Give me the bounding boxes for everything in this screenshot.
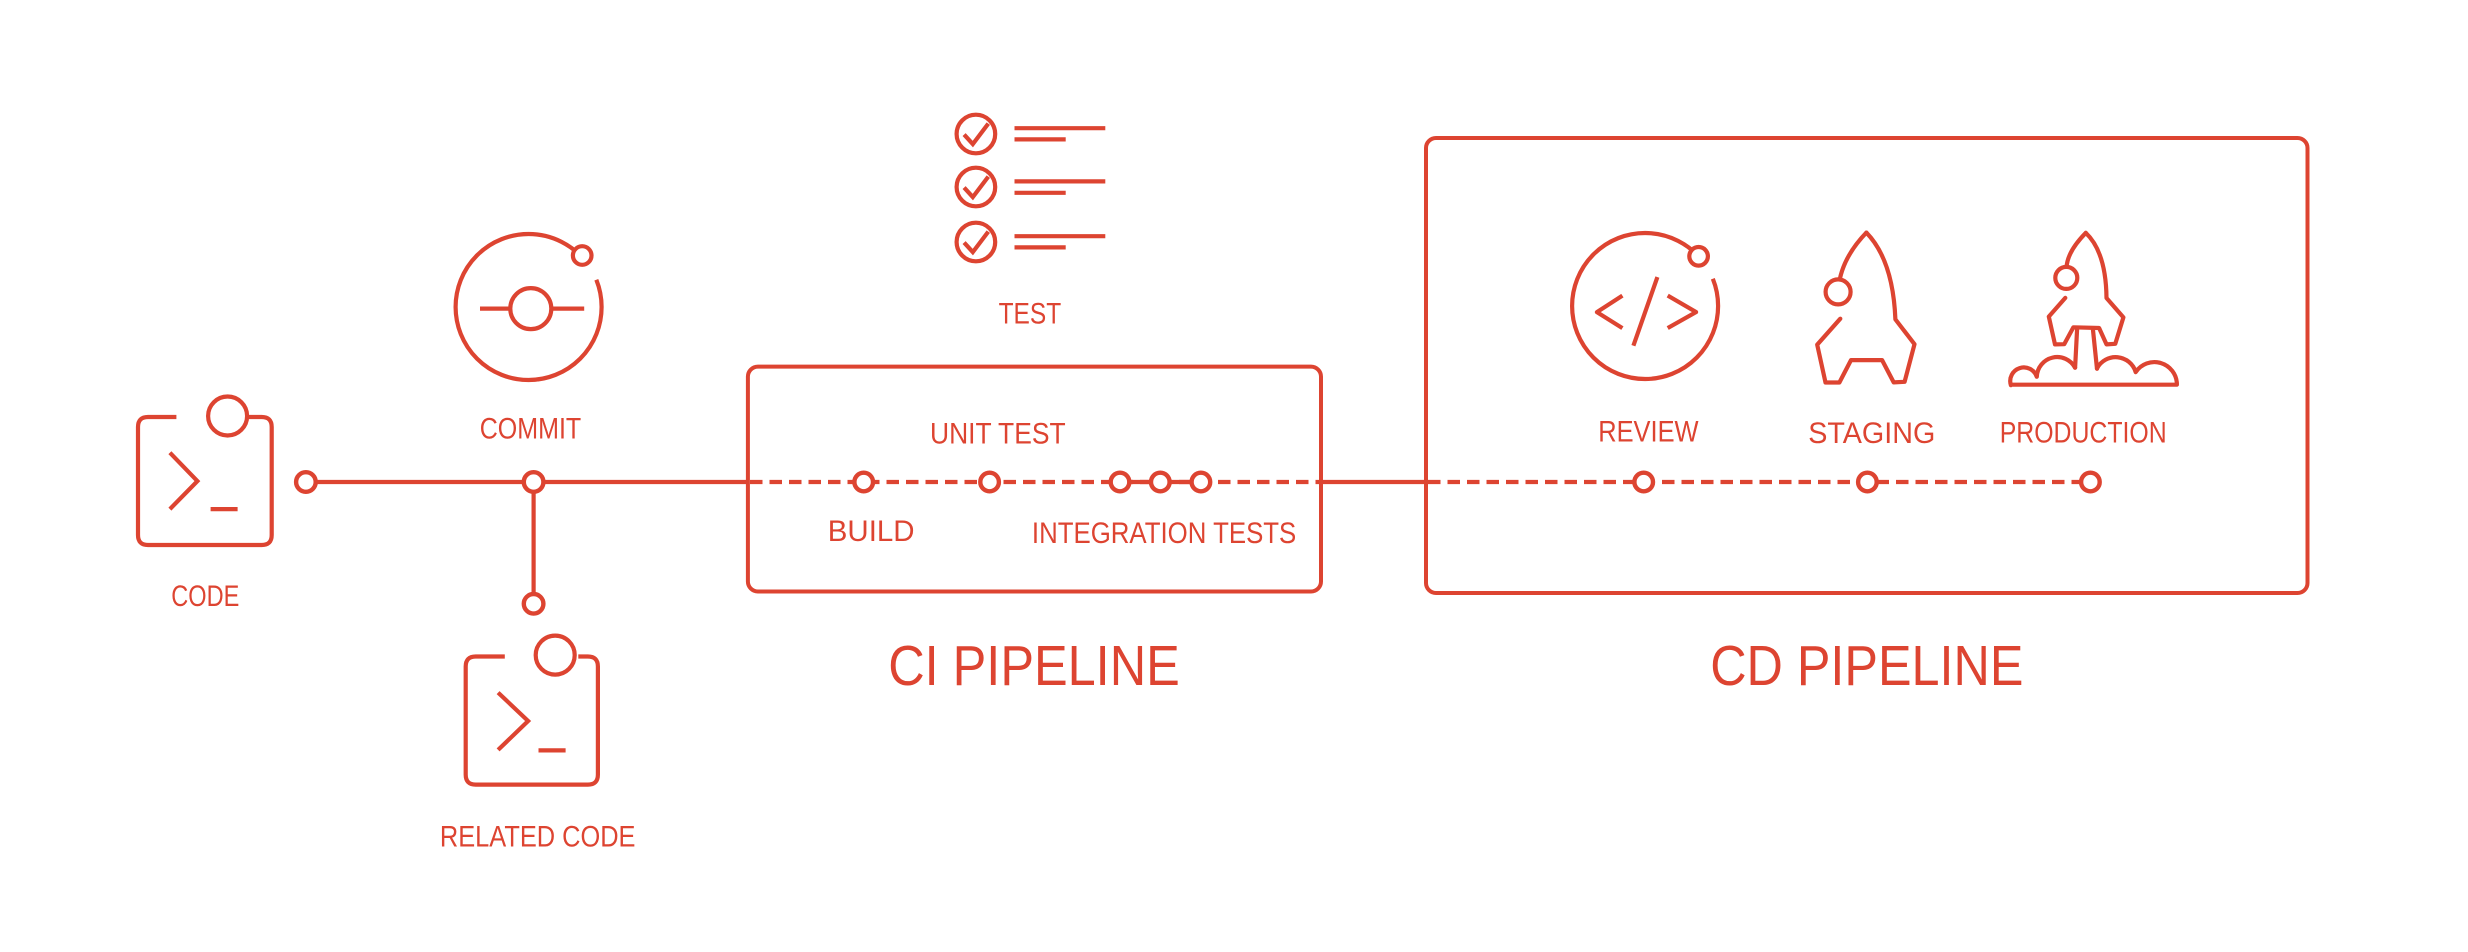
svg-text:CI PIPELINE: CI PIPELINE xyxy=(888,634,1180,698)
svg-text:CODE: CODE xyxy=(171,580,239,613)
svg-text:BUILD: BUILD xyxy=(828,515,915,548)
svg-text:REVIEW: REVIEW xyxy=(1598,415,1699,448)
svg-text:RELATED CODE: RELATED CODE xyxy=(440,821,636,854)
svg-text:PRODUCTION: PRODUCTION xyxy=(2000,417,2167,450)
svg-text:COMMIT: COMMIT xyxy=(480,412,582,445)
svg-text:CD PIPELINE: CD PIPELINE xyxy=(1710,634,2023,698)
svg-text:UNIT TEST: UNIT TEST xyxy=(930,417,1066,450)
svg-text:STAGING: STAGING xyxy=(1808,417,1935,450)
svg-text:INTEGRATION TESTS: INTEGRATION TESTS xyxy=(1032,517,1296,550)
svg-text:TEST: TEST xyxy=(999,298,1062,331)
